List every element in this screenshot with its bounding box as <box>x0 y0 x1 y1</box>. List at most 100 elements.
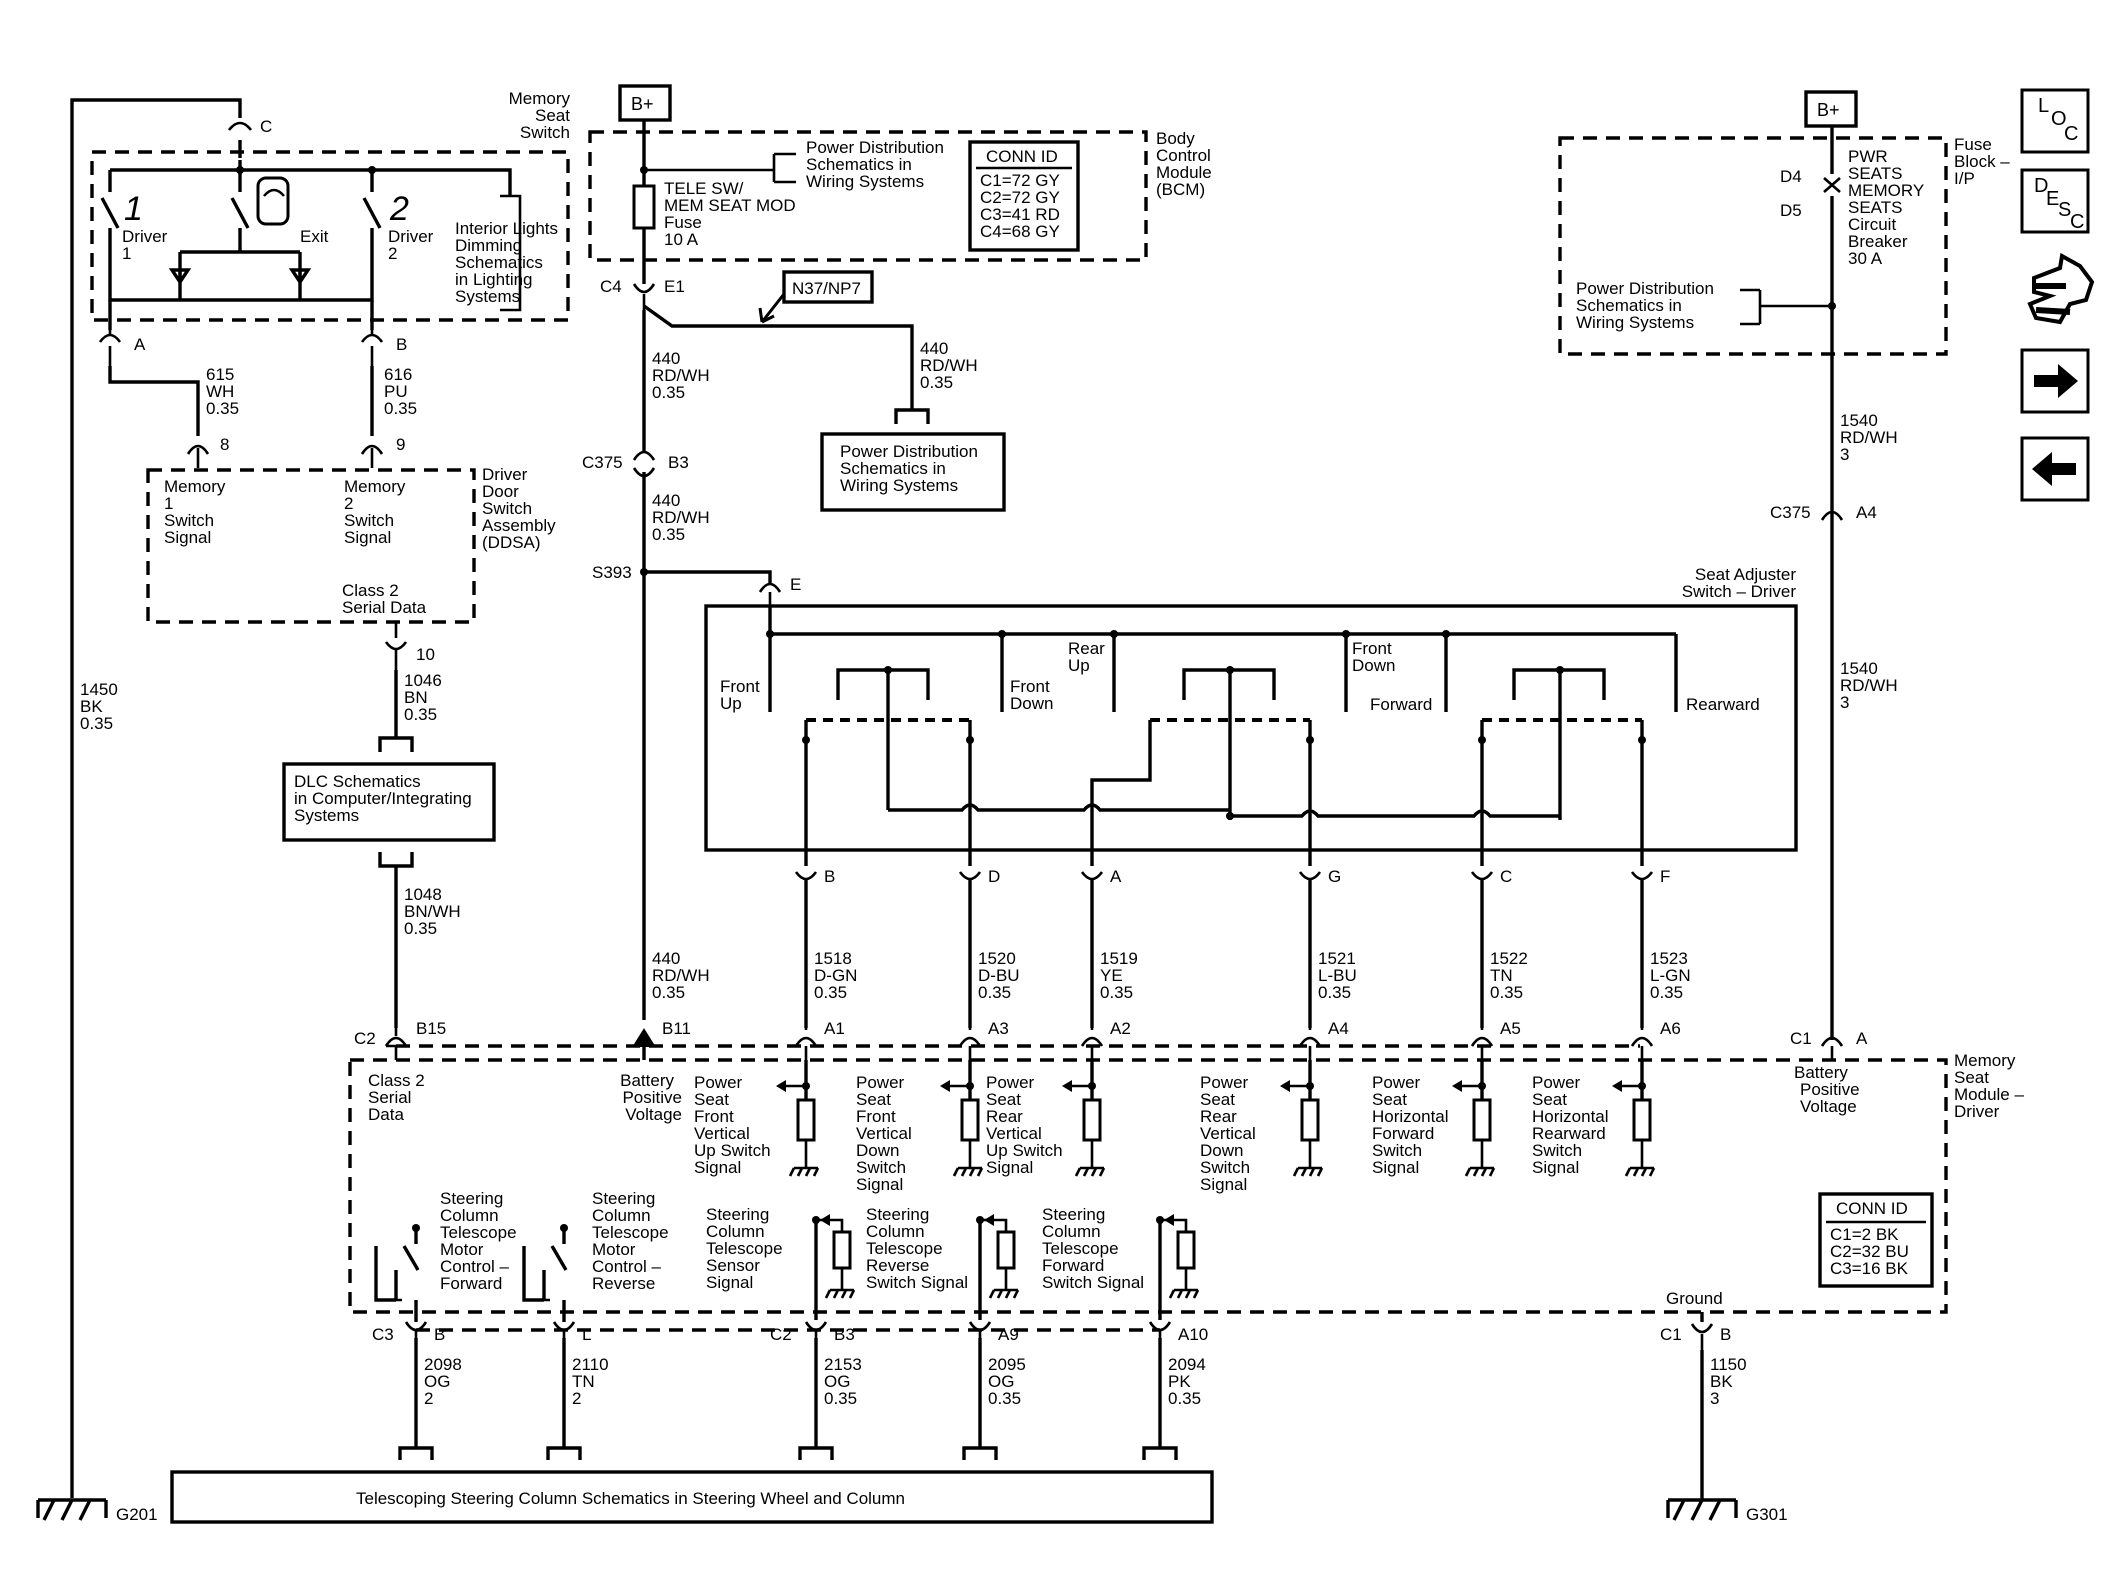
c2-b15-connector <box>384 1028 409 1060</box>
loc-button-l: L <box>2038 95 2049 117</box>
splice-dot <box>1638 1082 1646 1090</box>
fuse-block-box <box>1558 136 1948 356</box>
seat-adjuster-pin-label: B <box>824 867 835 886</box>
signal-arrow-icon <box>940 1080 950 1092</box>
pin-8-connector <box>186 444 210 468</box>
svg-text:2: 2 <box>344 494 353 513</box>
splice-dot <box>766 630 774 638</box>
msm-conn-id-title: CONN ID <box>1836 1199 1908 1218</box>
telescope-ref-connector <box>398 1446 434 1460</box>
seat-adjuster-pin-label: C <box>1500 867 1512 886</box>
ddsa-box <box>146 468 476 624</box>
svg-text:BK: BK <box>1710 1372 1733 1391</box>
svg-text:Schematics in: Schematics in <box>1576 296 1682 315</box>
svg-text:Battery: Battery <box>620 1071 674 1090</box>
svg-text:Column: Column <box>440 1206 499 1225</box>
pull-resistor <box>1176 1230 1196 1270</box>
svg-text:440: 440 <box>920 339 948 358</box>
svg-text:Seat: Seat <box>694 1090 729 1109</box>
svg-text:10 A: 10 A <box>664 230 699 249</box>
svg-text:440: 440 <box>652 491 680 510</box>
msm-battery-voltage-label: Battery Positive Voltage <box>620 1071 682 1124</box>
pull-resistor <box>996 1230 1016 1270</box>
svg-text:Telescope: Telescope <box>1042 1239 1119 1258</box>
splice-dot <box>1442 630 1450 638</box>
seat-adjuster-wire-color: D-GN <box>814 966 857 985</box>
svg-text:Signal: Signal <box>694 1158 741 1177</box>
svg-text:Fuse: Fuse <box>664 213 702 232</box>
splice-dot <box>1306 736 1314 744</box>
svg-text:in Computer/Integrating: in Computer/Integrating <box>294 789 472 808</box>
arrow-right-button[interactable] <box>2020 348 2090 414</box>
driver2-label: Driver 2 <box>388 227 434 263</box>
svg-text:Module –: Module – <box>1954 1085 2024 1104</box>
pull-resistor <box>832 1230 852 1270</box>
svg-text:Up: Up <box>1068 656 1090 675</box>
wire-615-label: 615 WH 0.35 <box>206 365 239 418</box>
splice-dot <box>966 736 974 744</box>
bcm-conn-id-list: C1=72 GY C2=72 GY C3=41 RD C4=68 GY <box>980 171 1060 241</box>
seat-adjuster-wire-number: 1521 <box>1318 949 1356 968</box>
connector-harness-icon[interactable] <box>2027 252 2095 325</box>
svg-text:C3=16 BK: C3=16 BK <box>1830 1259 1909 1278</box>
svg-text:Power: Power <box>694 1073 743 1092</box>
msm-input-connector <box>1470 1036 1494 1060</box>
bottom-wire-number: 2095 <box>988 1355 1026 1374</box>
svg-text:RD/WH: RD/WH <box>920 356 978 375</box>
splice-dot <box>966 1082 974 1090</box>
b15-label: B15 <box>416 1019 446 1038</box>
svg-text:Control –: Control – <box>440 1257 510 1276</box>
splice-dot <box>1478 1082 1486 1090</box>
svg-text:Switch: Switch <box>1372 1141 1422 1160</box>
svg-text:(DDSA): (DDSA) <box>482 533 541 552</box>
chassis-ground-icon <box>1464 1140 1496 1177</box>
svg-text:Signal: Signal <box>1372 1158 1419 1177</box>
telescope-motor-switches <box>374 1228 568 1302</box>
svg-text:Signal: Signal <box>1532 1158 1579 1177</box>
svg-text:Driver: Driver <box>1954 1102 2000 1121</box>
rearward-label: Rearward <box>1686 695 1760 714</box>
svg-text:1048: 1048 <box>404 885 442 904</box>
pin-e-label: E <box>790 575 801 594</box>
svg-text:Down: Down <box>856 1141 899 1160</box>
msm-input-connector <box>1630 1036 1654 1060</box>
bottom-wire-gauge: 2 <box>572 1389 581 1408</box>
svg-text:Memory: Memory <box>164 477 226 496</box>
ground-symbol-g201 <box>36 1498 108 1521</box>
arrow-left-button[interactable] <box>2020 436 2090 502</box>
bcm-title: Body Control Module (BCM) <box>1156 129 1212 199</box>
msm-switch-signal-inputs <box>776 1060 1656 1177</box>
svg-text:Wiring Systems: Wiring Systems <box>840 476 958 495</box>
svg-text:Serial: Serial <box>368 1088 411 1107</box>
svg-text:Seat: Seat <box>535 106 570 125</box>
loc-button[interactable]: L O C <box>2020 88 2090 154</box>
svg-text:Memory: Memory <box>1954 1051 2016 1070</box>
power-seat-rearward-label: Power Seat Horizontal Rearward Switch Si… <box>1532 1073 1609 1177</box>
bottom-wire-number: 2098 <box>424 1355 462 1374</box>
svg-text:C2=72 GY: C2=72 GY <box>980 188 1060 207</box>
wire-615 <box>108 366 200 436</box>
svg-text:Down: Down <box>1200 1141 1243 1160</box>
seat-adjuster-box <box>704 604 1798 852</box>
sc-forward-switch-label: Steering Column Telescope Forward Switch… <box>1042 1205 1144 1292</box>
splice-dot <box>1226 666 1234 674</box>
desc-button-d: D <box>2034 175 2048 197</box>
svg-text:Data: Data <box>368 1105 404 1124</box>
svg-text:Seat: Seat <box>1372 1090 1407 1109</box>
svg-text:Up Switch: Up Switch <box>986 1141 1063 1160</box>
chassis-ground-icon <box>952 1140 984 1177</box>
svg-text:Switch Signal: Switch Signal <box>866 1273 968 1292</box>
svg-text:1540: 1540 <box>1840 411 1878 430</box>
desc-button[interactable]: D E S C <box>2020 168 2090 234</box>
pin-8-label: 8 <box>220 435 229 454</box>
wire-1046-label: 1046 BN 0.35 <box>404 671 442 724</box>
telescope-ref-connector <box>798 1446 834 1460</box>
dlc-reference-box <box>282 762 496 842</box>
msm-input-connector <box>1298 1036 1322 1060</box>
seat-adjuster-pin-label: D <box>988 867 1000 886</box>
msm-title: Memory Seat Module – Driver <box>1954 1051 2024 1121</box>
svg-text:Switch: Switch <box>856 1158 906 1177</box>
msm-input-pin-label: A6 <box>1660 1019 1681 1038</box>
seat-adjuster-wire-color: L-BU <box>1318 966 1357 985</box>
seat-adjuster-wire-number: 1519 <box>1100 949 1138 968</box>
